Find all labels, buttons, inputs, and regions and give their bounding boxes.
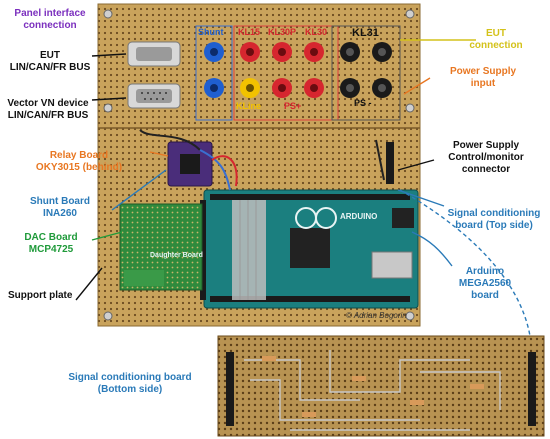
label-signal-bottom-line1: Signal conditioning board xyxy=(68,372,192,383)
jacks-row-1 xyxy=(204,42,392,62)
tag-kl30: KL30 xyxy=(305,27,328,37)
label-shunt-board: Shunt Board INA260 xyxy=(8,196,112,220)
label-panel-interface-line2: connection xyxy=(23,20,77,31)
db9-bottom xyxy=(127,83,181,109)
label-arduino-line2: MEGA2560 xyxy=(458,278,512,289)
label-ps-control: Power Supply Control/monitor connector xyxy=(430,140,542,176)
tag-kl31: KL31 xyxy=(352,27,379,39)
label-vector-bus-line2: LIN/CAN/FR BUS xyxy=(7,110,89,121)
db9-top xyxy=(127,41,181,67)
label-relay-board-line1: Relay Board xyxy=(49,150,109,161)
tag-ps-minus: PS - xyxy=(354,98,372,108)
label-relay-board: Relay Board OKY3015 (behind) xyxy=(8,150,150,174)
label-power-supply-input: Power Supply input xyxy=(428,66,538,90)
label-ps-control-line3: connector xyxy=(461,164,511,175)
tag-arduino-logo: ARDUINO xyxy=(340,212,378,221)
label-arduino-line3: board xyxy=(471,290,499,301)
label-eut-connection: EUT connection xyxy=(446,28,546,52)
label-ps-control-line2: Control/monitor xyxy=(448,152,524,163)
wires xyxy=(139,129,385,191)
jacks-row-2 xyxy=(204,78,392,98)
label-panel-interface-line1: Panel interface xyxy=(14,8,86,19)
tag-ps-plus: PS+ xyxy=(284,101,302,111)
label-signal-bottom: Signal conditioning board (Bottom side) xyxy=(50,372,210,396)
label-signal-top: Signal conditioning board (Top side) xyxy=(440,208,548,232)
label-relay-board-line2: OKY3015 (behind) xyxy=(35,162,123,173)
tag-kl15: KL15 xyxy=(238,27,261,37)
label-power-supply-input-line1: Power Supply xyxy=(449,66,517,77)
tag-kl30p: KL30P xyxy=(268,27,297,37)
screws xyxy=(103,9,415,321)
label-signal-top-line2: board (Top side) xyxy=(455,220,533,231)
daughter-board xyxy=(119,203,203,291)
label-dac-board: DAC Board MCP4725 xyxy=(10,232,92,256)
ribbon-cable xyxy=(232,200,266,300)
label-support-plate: Support plate xyxy=(8,290,73,301)
label-arduino-line1: Arduino xyxy=(465,266,505,277)
label-dac-board-line1: DAC Board xyxy=(24,232,78,243)
label-panel-interface: Panel interface connection xyxy=(2,8,98,32)
bottom-board xyxy=(217,335,545,437)
label-vector-bus-line1: Vector VN device xyxy=(7,98,89,109)
label-arduino: Arduino MEGA2560 board xyxy=(440,266,530,302)
label-eut-bus-line2: LIN/CAN/FR BUS xyxy=(9,62,91,73)
label-signal-bottom-line2: (Bottom side) xyxy=(97,384,163,395)
shunt-board-pcb xyxy=(167,141,213,187)
label-dac-board-line2: MCP4725 xyxy=(28,244,74,255)
tag-daughter-board: Daughter Board xyxy=(150,252,203,259)
label-ps-control-line1: Power Supply xyxy=(452,140,520,151)
tag-shunt: Shunt xyxy=(198,27,224,37)
label-vector-bus: Vector VN device LIN/CAN/FR BUS xyxy=(0,98,96,122)
label-eut-bus-line1: EUT xyxy=(40,50,60,61)
label-power-supply-input-line2: input xyxy=(470,78,496,89)
label-eut-connection-line1: EUT xyxy=(486,28,506,39)
pointer-arrows xyxy=(75,39,531,337)
label-eut-bus: EUT LIN/CAN/FR BUS xyxy=(4,50,96,74)
label-signal-top-line1: Signal conditioning xyxy=(447,208,541,219)
label-shunt-board-line2: INA260 xyxy=(43,208,77,219)
tag-kline: KLine xyxy=(236,101,262,111)
copyright-text: © Adrian Bogorin xyxy=(346,311,407,320)
label-shunt-board-line1: Shunt Board xyxy=(30,196,90,207)
label-eut-connection-line2: connection xyxy=(469,40,523,51)
